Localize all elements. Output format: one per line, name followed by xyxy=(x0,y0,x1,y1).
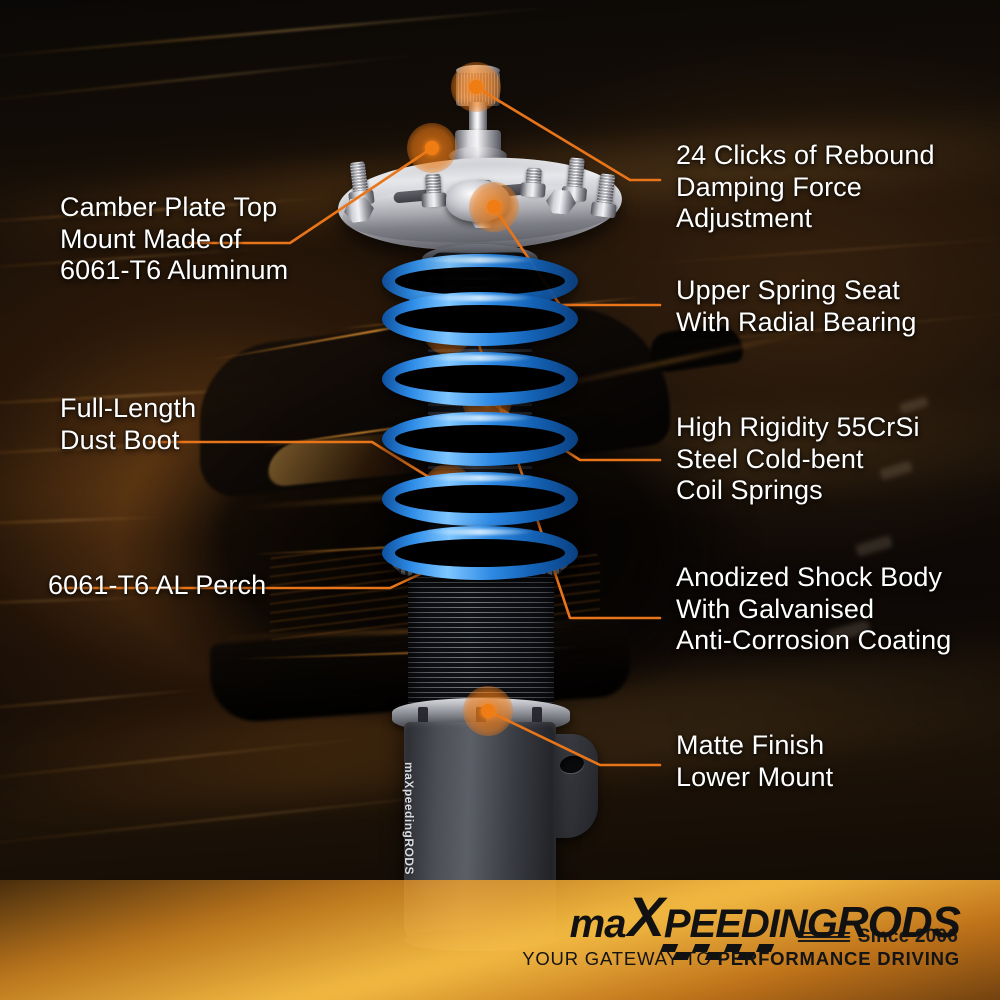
brand-tagline: YOUR GATEWAY TO PERFORMANCE DRIVING xyxy=(522,948,960,970)
callout-label-upper-spring-seat: Upper Spring Seat With Radial Bearing xyxy=(676,275,917,337)
brand-logo-bar: Since 2006 ma X PEEDING RODS YOUR GATEWA… xyxy=(0,880,1000,1000)
callout-label-camber-plate: Camber Plate Top Mount Made of 6061-T6 A… xyxy=(60,192,289,286)
brand-rods: RODS xyxy=(836,897,961,947)
marker-damping-knob xyxy=(451,62,501,112)
tagline-strong: PERFORMANCE DRIVING xyxy=(717,948,960,969)
callout-label-al-perch: 6061-T6 AL Perch xyxy=(48,570,267,600)
tagline-prefix: YOUR GATEWAY TO xyxy=(522,948,718,969)
spring-assembly xyxy=(382,244,578,580)
callout-label-matte-lower-mount: Matte Finish Lower Mount xyxy=(676,730,834,792)
top-nut xyxy=(449,130,507,165)
brand-ma: ma xyxy=(569,902,627,947)
coil-spring-turn xyxy=(382,526,578,580)
shock-body-brand-text: maXpeedingRODS xyxy=(402,762,416,876)
callout-label-coil-springs: High Rigidity 55CrSi Steel Cold-bent Coi… xyxy=(676,412,920,506)
coil-spring-turn xyxy=(382,292,578,346)
marker-camber-plate xyxy=(407,123,457,173)
callout-label-dust-boot: Full-Length Dust Boot xyxy=(60,393,197,455)
marker-upper-seat xyxy=(469,182,519,232)
collar-notch xyxy=(418,707,428,725)
marker-lower-mount xyxy=(463,686,513,736)
mount-stud xyxy=(525,167,542,195)
coil-spring-turn xyxy=(382,472,578,526)
bracket-bolt-hole xyxy=(558,753,586,776)
coil-spring-turn xyxy=(382,412,578,466)
coil-spring-turn xyxy=(382,352,578,406)
brand-wordmark-line: ma X PEEDING RODS xyxy=(522,885,961,949)
callout-label-anodized-shock-body: Anodized Shock Body With Galvanised Anti… xyxy=(676,562,952,656)
mount-stud xyxy=(349,161,370,203)
since-text: Since 2006 xyxy=(857,926,958,947)
mount-stud xyxy=(425,173,442,205)
brand-peeding: PEEDING xyxy=(663,902,838,947)
brand-x: X xyxy=(627,885,664,949)
callout-label-rebound-damping: 24 Clicks of Rebound Damping Force Adjus… xyxy=(676,140,935,234)
brand-wordmark: ma X PEEDING RODS YOUR GATEWAY TO PERFOR… xyxy=(522,885,961,970)
